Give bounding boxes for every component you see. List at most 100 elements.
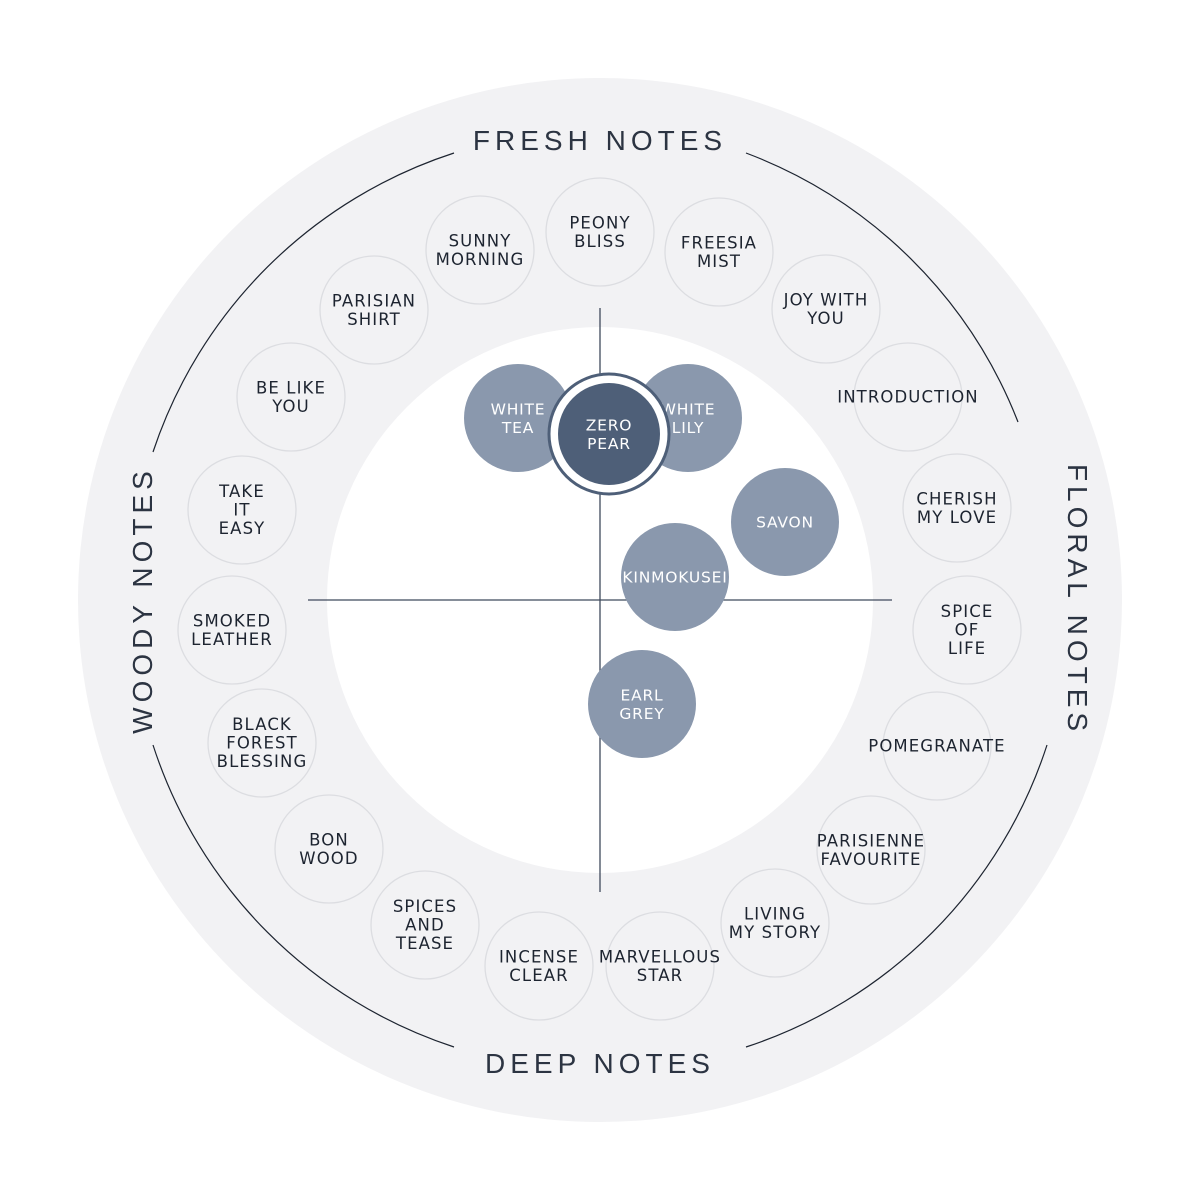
scent-parisian-shirt-circle[interactable]	[319, 255, 429, 365]
scent-marvellous-star-label-line: STAR	[637, 966, 683, 985]
arc-line-top-right	[745, 152, 1019, 423]
scent-cherish-my-love-circle[interactable]	[902, 453, 1012, 563]
scent-peony-bliss-circle[interactable]	[545, 177, 655, 287]
scent-kinmokusei[interactable]: KINMOKUSEI	[621, 523, 729, 631]
scent-black-forest-blessing-label-line: BLACK	[232, 715, 292, 734]
scent-living-my-story-label-line: LIVING	[744, 904, 806, 923]
scent-savon[interactable]: SAVON	[731, 468, 839, 576]
scent-take-it-easy-circle[interactable]	[187, 455, 297, 565]
scent-pomegranate-circle[interactable]	[882, 691, 992, 801]
scent-white-tea-label-line: WHITE	[491, 400, 546, 418]
scent-bon-wood-circle[interactable]	[274, 794, 384, 904]
scent-pomegranate-label: POMEGRANATE	[868, 737, 1005, 756]
scent-savon-circle[interactable]	[731, 468, 839, 576]
scent-peony-bliss-label-line: BLISS	[574, 232, 626, 251]
scent-joy-with-you-circle[interactable]	[771, 254, 881, 364]
scent-spice-of-life-circle[interactable]	[912, 575, 1022, 685]
scent-bon-wood-label-line: BON	[309, 830, 349, 849]
quadrant-arc-lines	[152, 152, 1048, 1048]
scent-cherish-my-love-label-line: CHERISH	[916, 489, 997, 508]
scent-zero-pear-circle[interactable]	[558, 383, 660, 485]
scent-kinmokusei-circle[interactable]	[621, 523, 729, 631]
scent-black-forest-blessing-circle[interactable]	[207, 688, 317, 798]
scent-cherish-my-love-label-line: MY LOVE	[917, 508, 997, 527]
scent-spices-and-tease-circle[interactable]	[370, 870, 480, 980]
scent-spice-of-life-label-line: OF	[955, 621, 980, 640]
scent-sunny-morning-label-line: SUNNY	[449, 231, 512, 250]
scent-parisienne-favourite-label-line: PARISIENNE	[817, 831, 925, 850]
label-woody-notes: WOODY NOTES	[127, 466, 158, 734]
scent-introduction[interactable]: INTRODUCTION	[837, 342, 979, 452]
scent-white-lily-label-line: LILY	[672, 419, 704, 437]
scent-zero-pear-label-line: PEAR	[587, 435, 631, 453]
scent-white-tea-circle[interactable]	[464, 364, 572, 472]
scent-freesia-mist-label-line: FREESIA	[681, 233, 757, 252]
scent-peony-bliss-label-line: PEONY	[569, 213, 630, 232]
scent-white-lily-label-line: WHITE	[661, 400, 716, 418]
arc-line-bottom-right	[745, 744, 1048, 1048]
scent-kinmokusei-label-line: KINMOKUSEI	[622, 569, 727, 587]
scent-freesia-mist-circle[interactable]	[664, 197, 774, 307]
scent-marvellous-star-circle[interactable]	[605, 911, 715, 1021]
scent-earl-grey-label-line: GREY	[619, 705, 664, 723]
scent-incense-clear-label-line: INCENSE	[499, 947, 579, 966]
scent-be-like-you-label-line: YOU	[271, 397, 310, 416]
scent-parisian-shirt-label-line: PARISIAN	[332, 291, 416, 310]
scent-earl-grey-circle[interactable]	[588, 650, 696, 758]
scent-sunny-morning-circle[interactable]	[425, 195, 535, 305]
scent-smoked-leather-label-line: LEATHER	[191, 630, 273, 649]
scent-parisian-shirt-label-line: SHIRT	[347, 310, 401, 329]
scent-living-my-story-circle[interactable]	[720, 868, 830, 978]
scent-savon-label: SAVON	[756, 514, 814, 532]
scent-pomegranate[interactable]: POMEGRANATE	[868, 691, 1005, 801]
scent-incense-clear-circle[interactable]	[484, 911, 594, 1021]
scent-spice-of-life-label-line: SPICE	[941, 602, 994, 621]
scent-smoked-leather-label-line: SMOKED	[193, 611, 271, 630]
scent-savon-label-line: SAVON	[756, 514, 814, 532]
scent-zero-pear-label-line: ZERO	[586, 416, 633, 434]
scent-introduction-label: INTRODUCTION	[837, 388, 979, 407]
label-fresh-notes: FRESH NOTES	[473, 125, 727, 156]
scent-black-forest-blessing-label-line: FOREST	[226, 734, 298, 753]
arc-line-bottom-left	[152, 744, 455, 1048]
scent-incense-clear-label-line: CLEAR	[509, 966, 568, 985]
scent-smoked-leather-circle[interactable]	[177, 575, 287, 685]
scent-introduction-circle[interactable]	[853, 342, 963, 452]
scent-pomegranate-label-line: POMEGRANATE	[868, 737, 1005, 756]
scent-be-like-you-label-line: BE LIKE	[256, 378, 326, 397]
scent-parisienne-favourite-circle[interactable]	[816, 795, 926, 905]
scent-be-like-you-circle[interactable]	[236, 342, 346, 452]
scent-black-forest-blessing-label-line: BLESSING	[217, 752, 308, 771]
